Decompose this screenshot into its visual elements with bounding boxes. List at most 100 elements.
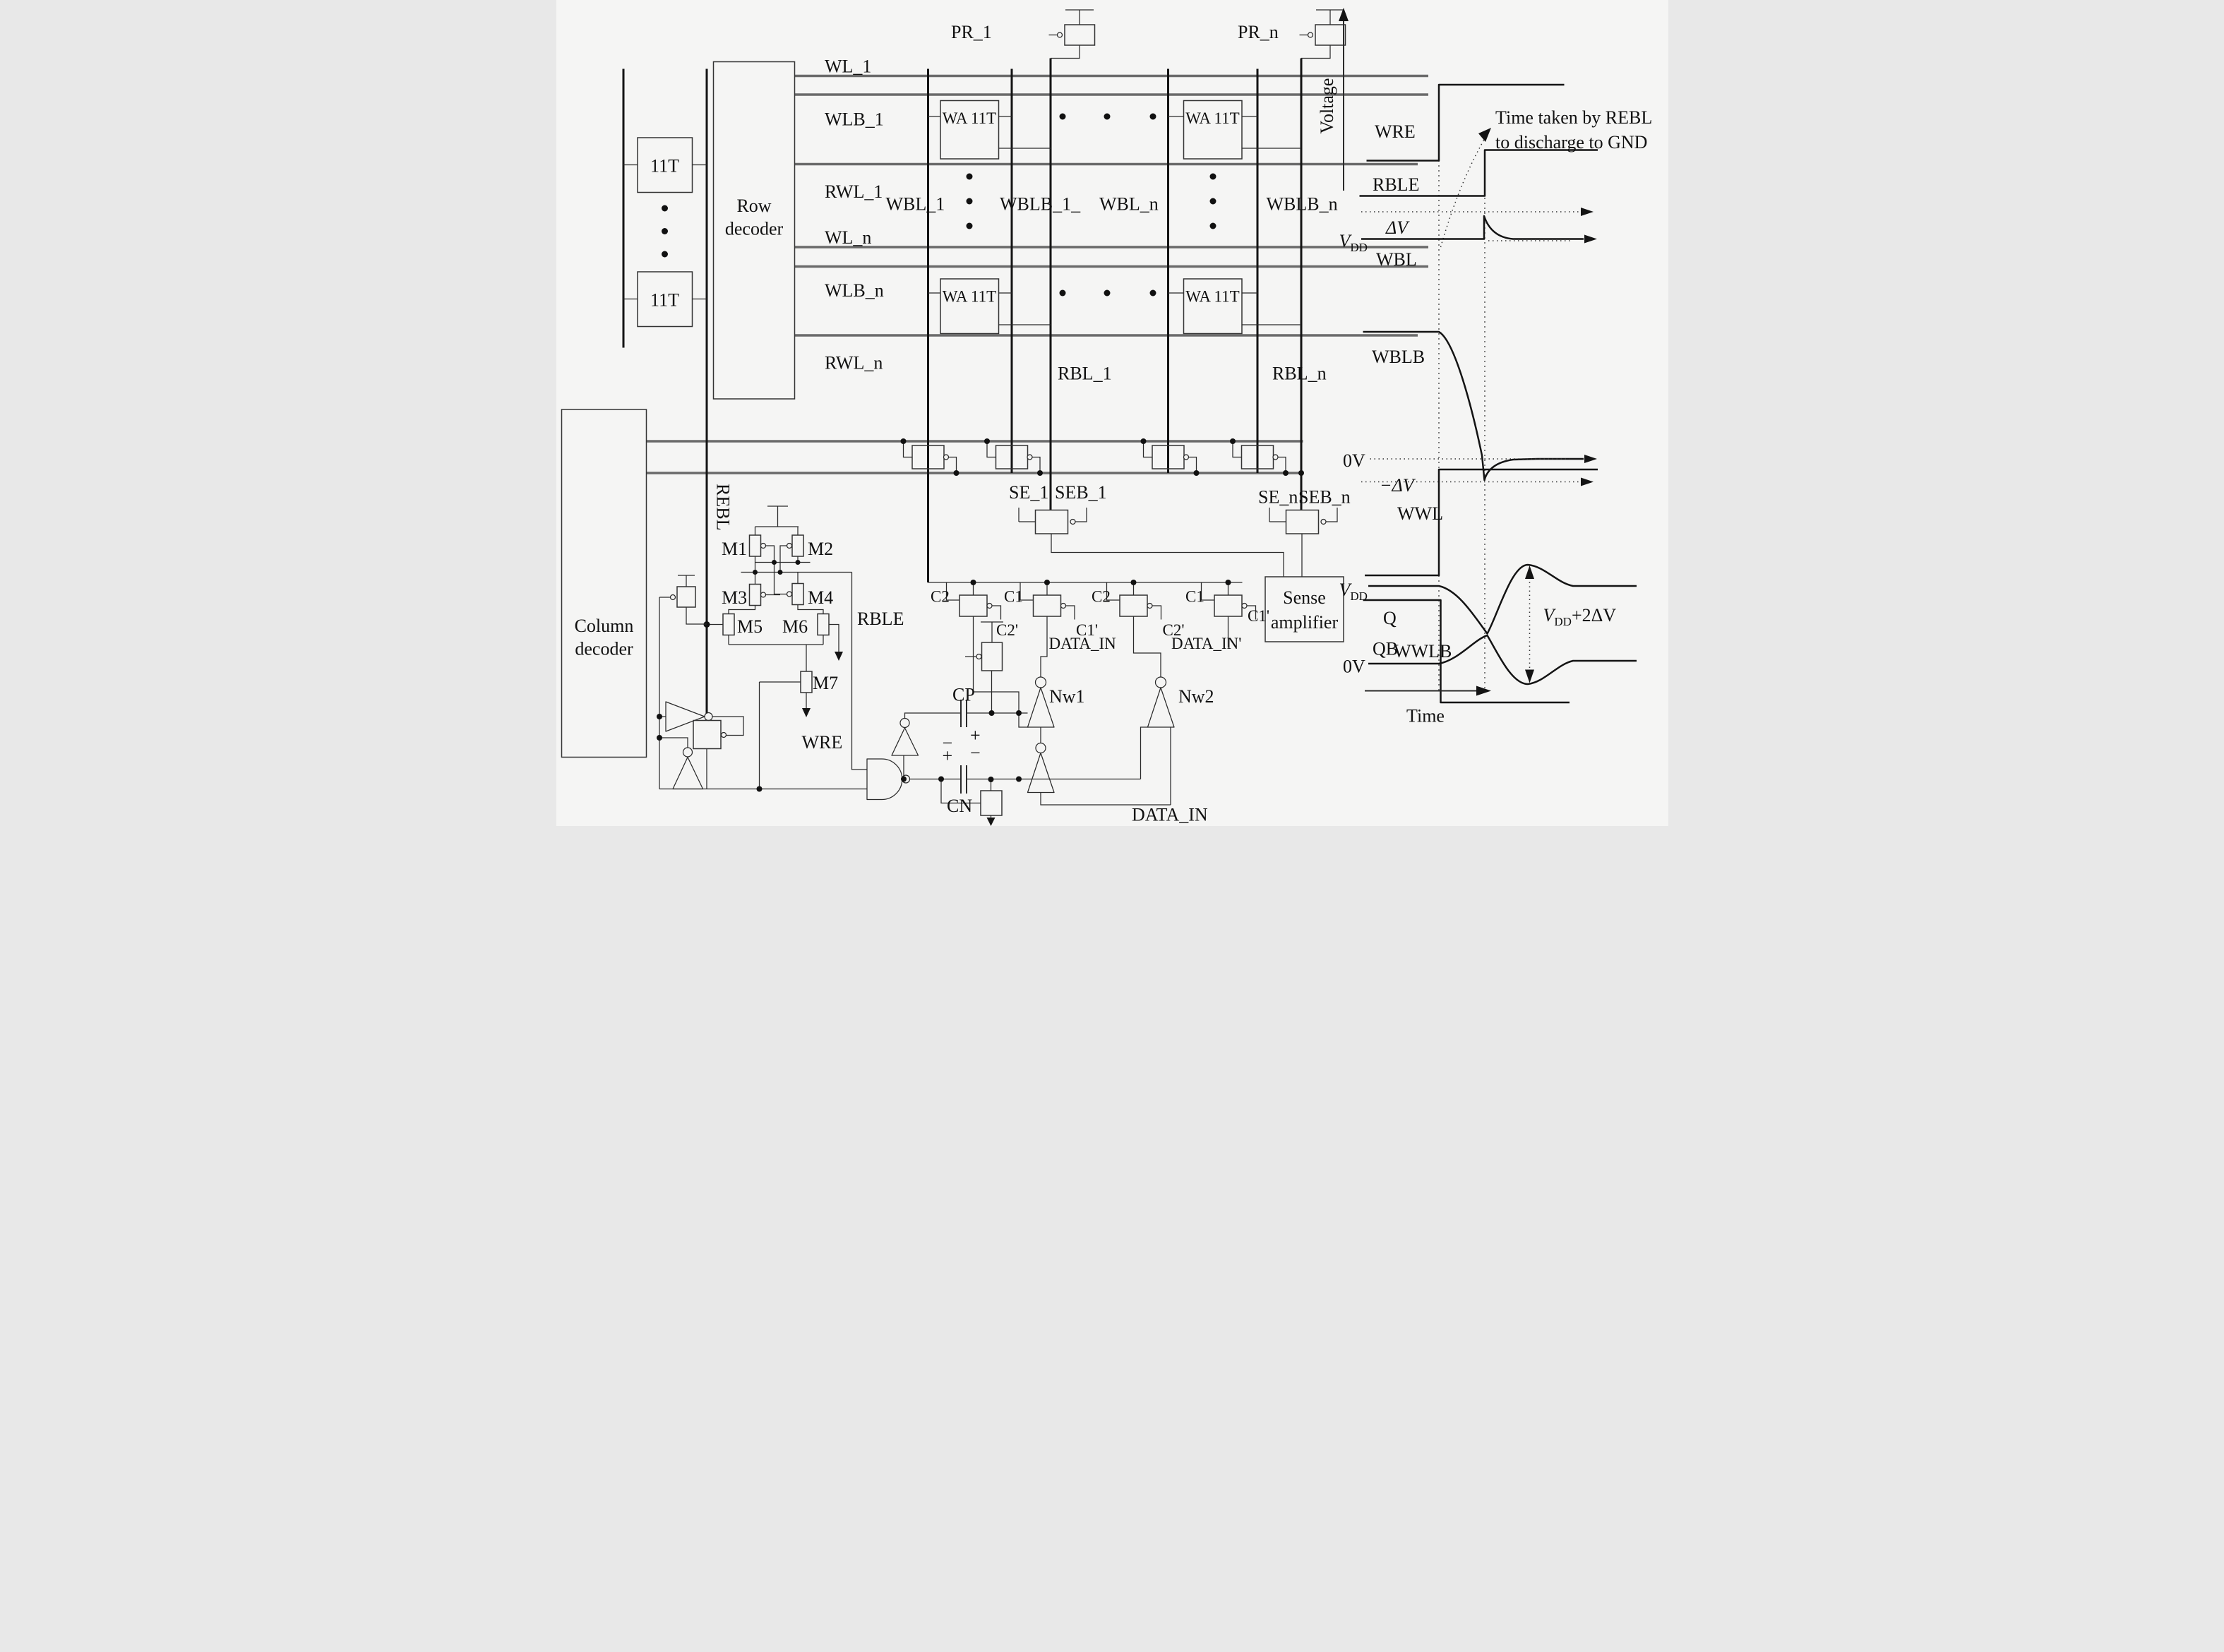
cell-11t-stubs [623,164,706,300]
wre-generation [656,572,1147,804]
wa-cell-label-4: WA 11T [1185,288,1239,306]
q-wave-label: Q [1383,608,1397,628]
qb-waveform [1368,634,1637,686]
c-bot-label-4: C1' [1248,607,1269,625]
array-ellipsis-dots [966,113,1216,297]
wwlb-wave-label: WWLB [1394,641,1452,662]
wordline-label-wlbn: WLB_n [825,280,884,301]
sense-amplifier-box [1264,576,1344,642]
precharge-transistor-prn [1299,9,1346,59]
waveform-panel: Voltage WRE Time taken by REBL to discha… [1317,8,1652,726]
bitline-label-wblb1: WBLB_1_ [1000,194,1081,215]
column-decoder-label-2: decoder [575,639,633,659]
sram-schematic-figure: Row decoder Column decoder 11T 11T WL_1 … [561,8,1652,826]
delta-v-label: ΔV [1385,217,1410,238]
write-assist-caps [890,621,1175,826]
m6-label: M6 [782,616,808,637]
nw1-label: Nw1 [1049,686,1085,707]
note-line-1: Time taken by REBL [1495,107,1652,128]
se-label-seb1: SEB_1 [1055,482,1107,503]
row-decoder-box [712,61,795,400]
wwl-wave-label: WWL [1397,503,1443,524]
column-decoder-box [561,409,647,758]
cell-11t-label-2: 11T [650,290,679,311]
c-top-label-3: C2 [1092,588,1111,606]
cp-plus-label: + [970,725,981,746]
wa-11t-cells: WA 11T WA 11T WA 11T WA 11T [928,100,1301,335]
cp-minus-label: − [942,733,952,753]
wordline-label-wln: WL_n [825,227,871,248]
se-label-se1: SE_1 [1009,482,1048,503]
bitline-label-rebl: REBL [712,484,733,530]
cell-column-ellipsis-dots [661,205,668,258]
voltage-axis-label: Voltage [1317,78,1337,134]
c-top-label-4: C1 [1185,588,1204,606]
bitline-label-rbln: RBL_n [1272,364,1327,384]
m5-label: M5 [737,616,763,637]
c-top-label-1: C2 [931,588,950,606]
column-decoder-label-1: Column [574,616,633,636]
read-buffer-cluster [703,505,851,717]
vdd-label-wbl: VDD [1339,231,1367,254]
wbl-waveform [1361,215,1584,240]
keeper-transistor [658,575,707,789]
row-decoder-label-1: Row [736,196,771,216]
wordline-label-rwl1: RWL_1 [825,181,883,202]
wre-wave-label: WRE [1375,121,1416,142]
bitline-wires [622,58,1302,721]
note-line-2: to discharge to GND [1495,132,1647,152]
m3-label: M3 [722,587,747,608]
data-in-prime-label: DATA_IN' [1171,635,1241,652]
zero-v-bottom-label: 0V [1343,657,1365,677]
c-bot-label-3: C2' [1162,621,1184,639]
c-bot-label-2: C1' [1076,621,1098,639]
column-pass-transistors [900,438,1304,476]
m7-label: M7 [813,673,838,693]
wwl-waveform [1364,468,1598,577]
wblb-waveform [1363,330,1584,481]
vdd-plus-2dv-label: VDD+2ΔV [1543,605,1616,628]
precharge-label-pr1: PR_1 [951,22,992,42]
se-label-sebn: SEB_n [1298,487,1351,508]
nw2-label: Nw2 [1178,686,1214,707]
wwlb-waveform [1363,599,1570,704]
wordline-label-wlb1: WLB_1 [825,109,884,130]
sense-amplifier-label-2: amplifier [1270,612,1338,633]
wre-circuit-label: WRE [801,732,842,753]
wordline-label-rwln: RWL_n [825,353,883,373]
bitline-label-wbln: WBL_n [1099,194,1159,215]
rble-circuit-label: RBLE [857,609,904,629]
data-in-bottom-label: DATA_IN [1132,805,1208,825]
m4-label: M4 [808,587,833,608]
precharge-transistor-pr1 [1048,9,1095,59]
cp-label: CP [952,685,975,705]
zero-v-top-label: 0V [1343,450,1365,471]
bitline-label-wbl1: WBL_1 [885,194,945,215]
wa-cell-label-2: WA 11T [1185,109,1239,127]
wbl-wave-label: WBL [1376,249,1417,270]
qb-wave-label: QB [1373,639,1398,659]
bitline-label-wblbn: WBLB_n [1266,194,1337,215]
neg-delta-v-label: −ΔV [1380,475,1416,496]
wblb-wave-label: WBLB [1372,347,1425,367]
wre-waveform [1366,83,1564,162]
se-select-transistor-1 [1017,508,1284,577]
rble-wave-label: RBLE [1373,174,1419,195]
row-decoder-label-2: decoder [724,219,783,239]
note-arrow [1440,134,1488,248]
wa-cell-label-1: WA 11T [942,109,996,127]
c-switch-transistors [945,580,1256,713]
c-bot-label-1: C2' [996,621,1018,639]
cn-plus-label: + [942,746,952,766]
cell-11t-label-1: 11T [650,156,679,176]
wa-cell-label-3: WA 11T [942,288,996,306]
precharge-label-prn: PR_n [1238,22,1279,42]
sense-amplifier-label-1: Sense [1283,587,1326,608]
wordline-wires [646,74,1428,474]
data-in-mid-label: DATA_IN [1048,635,1116,652]
vdd-label-q: VDD [1339,580,1367,603]
q-waveform [1368,563,1637,635]
m1-label: M1 [722,539,747,559]
m2-label: M2 [808,539,833,559]
bitline-label-rbl1: RBL_1 [1058,364,1112,384]
